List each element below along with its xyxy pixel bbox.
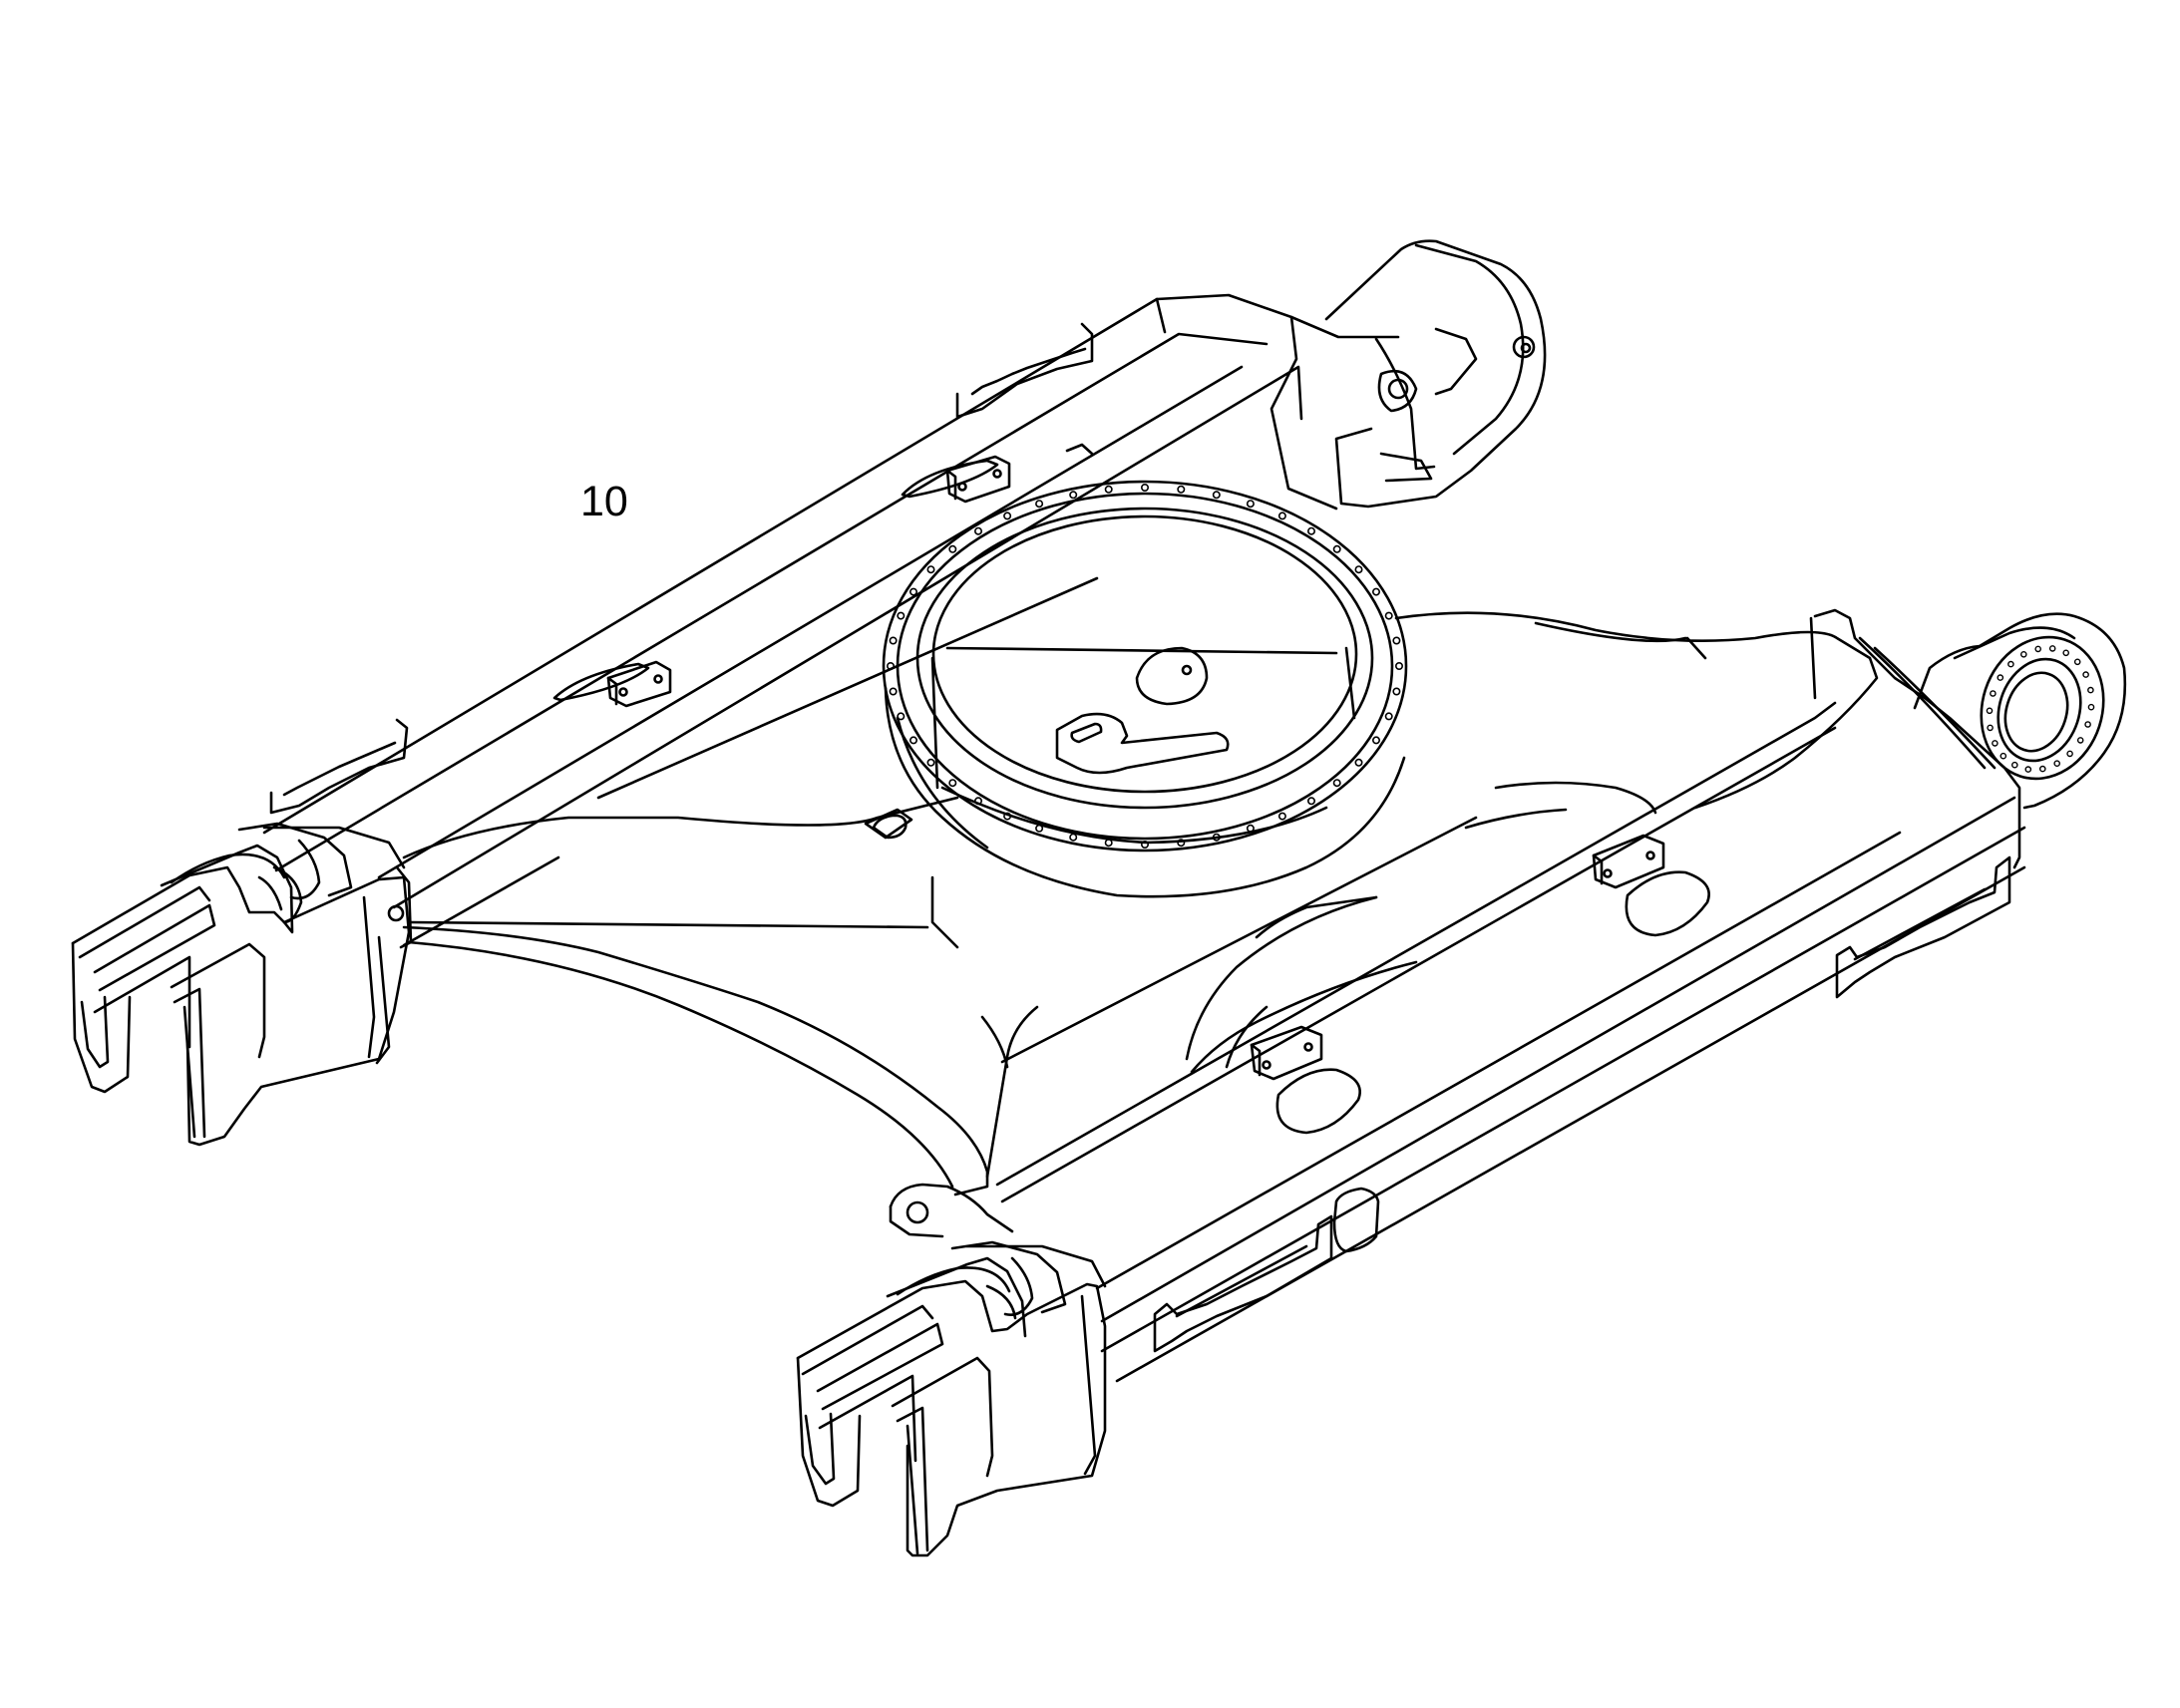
bolt-hole (973, 526, 982, 535)
bolt-hole (897, 712, 906, 721)
sprocket-bolt-hole (2048, 645, 2056, 652)
sprocket-bolt-hole (1997, 674, 2004, 681)
bolt-hole (1003, 512, 1012, 520)
bolt-hole (1212, 833, 1221, 842)
sprocket-bolt-hole (1987, 724, 1994, 732)
bolt-hole (886, 661, 895, 670)
bolt-hole (1069, 833, 1078, 842)
part-callout-10: 10 (580, 478, 628, 525)
bolt-hole (1177, 839, 1186, 848)
bolt-hole (1392, 687, 1401, 696)
bolt-hole (1003, 812, 1012, 821)
front-right-tensioner-end (796, 1240, 1107, 1557)
sprocket-bolt-hole (2066, 750, 2073, 758)
bolt-hole (1332, 544, 1341, 553)
bolt-hole (1354, 565, 1363, 574)
bolt-hole (1332, 779, 1341, 788)
sprocket-bolt-hole (1992, 740, 1998, 747)
bolt-hole (1141, 483, 1150, 492)
center-frame-body (402, 576, 1879, 1196)
bolt-hole (889, 636, 898, 645)
bolt-hole (1069, 491, 1078, 500)
sprocket-bolt-hole (2073, 658, 2081, 666)
bolt-hole (1372, 587, 1381, 596)
sprocket-bolt-hole (2084, 721, 2091, 728)
sprocket-bolt-hole (2039, 765, 2046, 773)
swing-bearing-ring (882, 480, 1408, 898)
sprocket-bolt-hole (2062, 649, 2069, 657)
sprocket-bolt-hole (2011, 761, 2018, 769)
bolt-hole (908, 587, 917, 596)
right-track-frame (889, 608, 2127, 1383)
sprocket-bolt-hole (2007, 660, 2014, 668)
sprocket-bolt-hole (2034, 645, 2041, 653)
sprocket-bolt-hole (1999, 752, 2007, 760)
bolt-hole (1277, 512, 1286, 520)
bolt-hole (1141, 840, 1150, 849)
front-left-tensioner-end (71, 822, 413, 1147)
sprocket-bolt-hole (1990, 690, 1997, 697)
bolt-hole (1307, 797, 1316, 806)
bolt-hole (1395, 661, 1404, 670)
bolt-hole (926, 565, 935, 574)
bolt-hole (1104, 839, 1113, 848)
left-track-frame (262, 239, 1547, 947)
bolt-hole (1246, 500, 1255, 509)
bolt-hole (1104, 485, 1113, 494)
bolt-hole (973, 797, 982, 806)
bolt-hole (897, 611, 906, 620)
bolt-hole (1384, 611, 1393, 620)
bolt-hole (1307, 526, 1316, 535)
bolt-hole (1177, 485, 1186, 494)
bolt-hole (1035, 500, 1044, 509)
sprocket-bolt-hole (2087, 703, 2095, 711)
sprocket-bolt-hole (2082, 671, 2089, 678)
sprocket-bolt-hole (1986, 707, 1994, 715)
bolt-hole (1372, 736, 1381, 745)
sprocket-bolt-hole (2024, 766, 2032, 773)
bolt-hole (1212, 491, 1221, 500)
bolt-hole (1354, 758, 1363, 767)
bolt-hole (948, 544, 957, 553)
sprocket-bolt-hole (2020, 651, 2027, 658)
sprocket-bolt-hole (2076, 737, 2084, 744)
bolt-hole (1246, 824, 1255, 833)
bolt-hole (1392, 636, 1401, 645)
bolt-hole (1384, 712, 1393, 721)
bolt-hole (926, 758, 935, 767)
sprocket-bolt-hole (2053, 760, 2060, 768)
bolt-hole (948, 779, 957, 788)
bolt-hole (908, 736, 917, 745)
bolt-hole-circle (886, 483, 1404, 849)
bolt-hole (1035, 824, 1044, 833)
sprocket-bolt-hole (2087, 686, 2094, 694)
bolt-hole (889, 687, 898, 696)
sprocket-bolt-holes (1986, 645, 2095, 773)
bolt-hole (1277, 812, 1286, 821)
